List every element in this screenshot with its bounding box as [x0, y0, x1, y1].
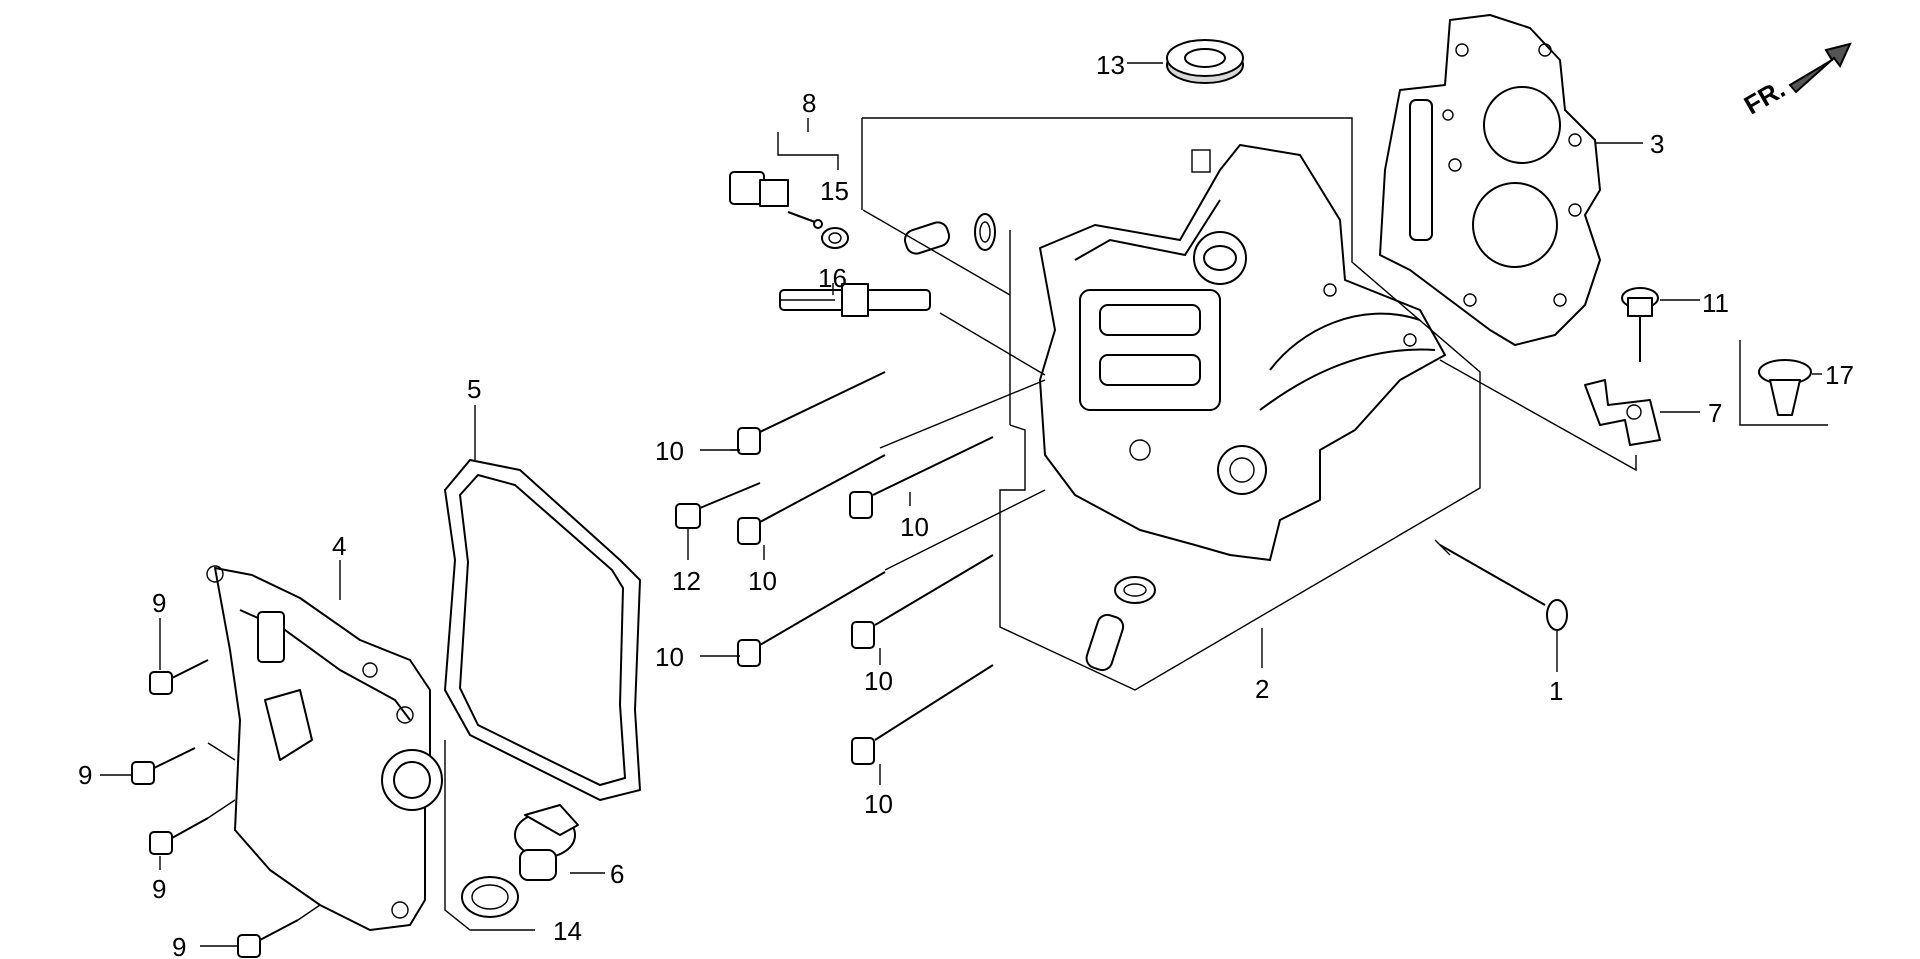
part-5-cover-gasket: [444, 459, 641, 801]
part-3-head-gasket: [1379, 14, 1643, 346]
callout-9-d: 9: [172, 932, 186, 959]
callout-9-c: 9: [152, 874, 166, 904]
part-2-cylinder-head: [1039, 144, 1446, 561]
part-13-oil-seal: [1127, 39, 1244, 84]
leader-8: [777, 132, 839, 170]
part-11-bolt: [1621, 287, 1659, 362]
part-7-bracket: [1584, 379, 1661, 446]
part-17-clip: [1758, 359, 1812, 416]
part-10-bolt-b: [737, 454, 886, 545]
callout-10-a: 10: [655, 436, 684, 466]
callout-10-b: 10: [748, 566, 777, 596]
frame-part-2: [862, 117, 1481, 691]
bolt-to-head-leaders: [862, 209, 1046, 571]
callout-7: 7: [1708, 398, 1722, 428]
part-10-bolt-a: [730, 371, 886, 455]
cover-bolt-leaders: [207, 742, 321, 921]
frame-part-7: [1439, 359, 1637, 472]
callout-10-c: 10: [900, 512, 929, 542]
part-1-valve: [1434, 539, 1568, 631]
callout-14: 14: [553, 916, 582, 946]
part-9-bolt-b: [131, 747, 196, 785]
callout-5: 5: [467, 374, 481, 404]
callout-10-d: 10: [655, 642, 684, 672]
callout-9-a: 9: [152, 588, 166, 618]
front-direction-label: FR.: [1739, 74, 1790, 121]
part-14-o-ring: [461, 876, 519, 918]
part-10-bolt-d: [737, 571, 886, 667]
valve-guide-lower: [1085, 576, 1156, 672]
callout-15: 15: [820, 176, 849, 206]
part-6-oil-filler-cap: [514, 804, 579, 881]
front-direction-indicator: FR.: [1739, 42, 1852, 121]
callout-16: 16: [818, 263, 847, 293]
front-arrow-icon: [1788, 42, 1852, 94]
callout-8: 8: [802, 88, 816, 118]
part-9-bolt-a: [149, 659, 209, 695]
part-12-bolt: [675, 482, 761, 529]
callout-10-f: 10: [864, 789, 893, 819]
callout-11: 11: [1702, 288, 1729, 318]
callout-4: 4: [332, 531, 346, 561]
part-10-bolt-f: [851, 664, 994, 765]
callout-17: 17: [1825, 360, 1854, 390]
callout-1: 1: [1549, 676, 1563, 706]
part-15-o-ring: [821, 227, 849, 249]
frame-part-6-14: [444, 740, 535, 931]
part-10-bolt-e: [851, 554, 994, 649]
callout-10-e: 10: [864, 666, 893, 696]
callout-9-b: 9: [78, 760, 92, 790]
frame-part-17: [1739, 340, 1828, 426]
callout-3: 3: [1650, 129, 1664, 159]
part-8-temperature-sensor: [729, 171, 823, 229]
part-4-head-cover: [206, 565, 443, 931]
part-9-bolt-c: [149, 817, 209, 855]
valve-guide-upper: [903, 213, 996, 255]
callout-13: 13: [1096, 50, 1125, 80]
part-16-spark-plug: [779, 283, 931, 317]
part-9-bolt-d: [237, 919, 299, 958]
callout-2: 2: [1255, 674, 1269, 704]
part-10-bolt-c: [849, 436, 994, 519]
callout-6: 6: [610, 859, 624, 889]
callout-12: 12: [672, 566, 701, 596]
